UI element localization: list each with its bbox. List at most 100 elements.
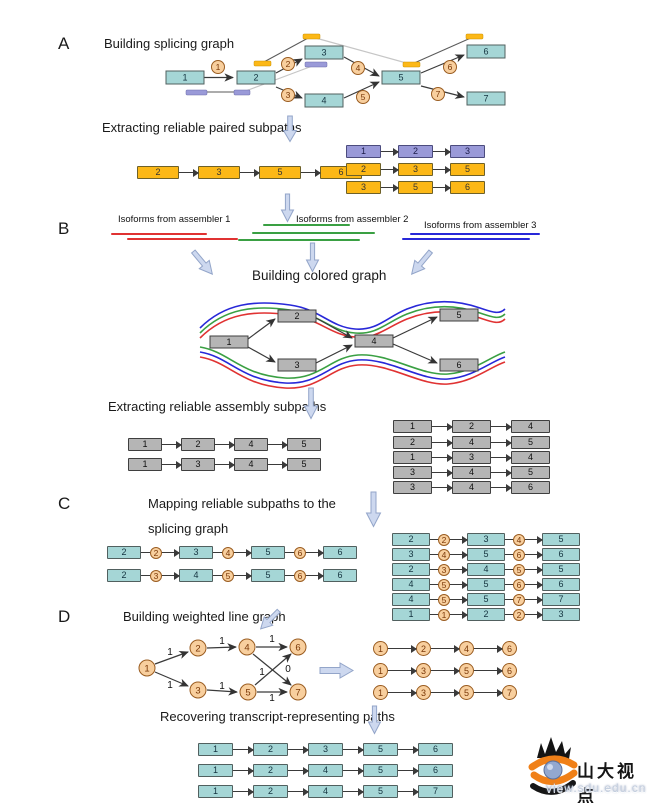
isoform-line-green [252, 232, 375, 234]
svg-text:5: 5 [361, 92, 366, 102]
edge-link-line [141, 575, 150, 576]
exon-node-box: 2 [107, 569, 141, 582]
arrow-connector-icon [381, 147, 399, 156]
edge-link-line [430, 539, 438, 540]
arrow-connector-icon [432, 453, 453, 462]
exon-node-box: 5 [467, 593, 505, 606]
exon-node-box: 2 [253, 743, 288, 756]
section-d-letter: D [58, 607, 71, 626]
arrow-connector-icon [381, 183, 399, 192]
exon-node-box: 3 [467, 533, 505, 546]
exon-node-box: 5 [251, 569, 285, 582]
colored-graph-title: Building colored graph [252, 268, 387, 283]
exon-node-box: 4 [392, 578, 430, 591]
arrow-connector-icon [450, 580, 468, 589]
isoform-line-blue [402, 238, 530, 240]
splicing-graph: 1 2 3 4 5 6 7 1 2 3 4 5 6 7 [165, 33, 506, 108]
flow-arrow-down-icon [365, 491, 382, 528]
arrow-connector-icon [450, 595, 468, 604]
exon-node-box: 5 [450, 163, 485, 176]
edge-link-line [430, 614, 438, 615]
path-node-circle: 6 [502, 663, 517, 678]
exon-node-box: 6 [511, 481, 550, 494]
isoform-line-green [238, 239, 360, 241]
arrow-connector-icon [433, 183, 451, 192]
assembler-1-label: Isoforms from assembler 1 [118, 214, 231, 225]
exon-node-box: 3 [392, 548, 430, 561]
exon-node-box: 6 [542, 548, 580, 561]
exon-node-box: 5 [259, 166, 301, 179]
svg-text:7: 7 [483, 94, 488, 104]
exon-node-box: 3 [181, 458, 215, 471]
arrow-connector-icon [162, 440, 182, 449]
svg-text:1: 1 [144, 664, 149, 675]
edge-link-line [285, 575, 294, 576]
svg-text:1: 1 [269, 693, 275, 704]
svg-text:5: 5 [456, 310, 461, 320]
edge-link-line [213, 552, 222, 553]
arrow-connector-icon [433, 147, 451, 156]
exon-node-box: 6 [418, 743, 453, 756]
exon-node-box: 1 [392, 608, 430, 621]
exon-node-box: 7 [542, 593, 580, 606]
exon-node-box: 3 [452, 451, 491, 464]
flow-arrow-down-icon [305, 242, 320, 273]
svg-text:2: 2 [253, 73, 258, 83]
exon-node-box: 7 [418, 785, 453, 798]
line-graph-edges [154, 642, 292, 697]
edge-link-line [430, 569, 438, 570]
svg-text:7: 7 [436, 89, 441, 99]
arrow-connector-icon [162, 571, 180, 580]
path-node-circle: 1 [373, 685, 388, 700]
exon-node-box: 5 [467, 548, 505, 561]
arrow-connector-icon [525, 580, 543, 589]
line-graph-nodes: 1 2 3 4 5 6 7 [138, 638, 307, 701]
arrow-connector-icon [398, 787, 419, 796]
path-node-circle: 1 [373, 663, 388, 678]
arrow-connector-icon [491, 468, 512, 477]
extract-paired-label: Extracting reliable paired subpaths [102, 120, 302, 135]
svg-text:3: 3 [294, 360, 299, 370]
exon-node-box: 5 [363, 785, 398, 798]
path-node-circle: 5 [459, 663, 474, 678]
arrow-connector-icon [215, 460, 235, 469]
svg-text:2: 2 [195, 644, 200, 655]
path-node-circle: 6 [502, 641, 517, 656]
svg-text:1: 1 [259, 667, 265, 678]
edge-number-circle: 7 [513, 593, 525, 606]
svg-text:1: 1 [226, 337, 231, 347]
yellow-read-bars [253, 33, 484, 68]
arrow-connector-icon [162, 460, 182, 469]
path-node-circle: 4 [459, 641, 474, 656]
assembler-2-label: Isoforms from assembler 2 [296, 214, 409, 225]
section-d-title: Building weighted line graph [123, 609, 286, 624]
isoform-line-green [263, 224, 350, 226]
arrow-connector-icon [343, 766, 364, 775]
exon-node-box: 5 [287, 438, 321, 451]
svg-text:6: 6 [448, 62, 453, 72]
exon-node-box: 1 [393, 451, 432, 464]
path-node-circle: 5 [459, 685, 474, 700]
exon-node-box: 2 [253, 785, 288, 798]
svg-text:1: 1 [269, 634, 275, 645]
edge-link-line [141, 552, 150, 553]
arrow-connector-icon [388, 666, 417, 675]
flow-arrow-down-icon [280, 193, 295, 223]
svg-text:1: 1 [216, 62, 221, 72]
svg-text:2: 2 [286, 59, 291, 69]
svg-text:3: 3 [321, 48, 326, 58]
exon-node-box: 1 [393, 420, 432, 433]
exon-node-box: 4 [234, 458, 268, 471]
exon-node-box: 5 [363, 764, 398, 777]
svg-text:5: 5 [398, 73, 403, 83]
splicing-graph-nodes: 1 2 3 4 5 6 7 [165, 44, 506, 108]
arrow-connector-icon [525, 550, 543, 559]
exon-node-box: 4 [467, 563, 505, 576]
